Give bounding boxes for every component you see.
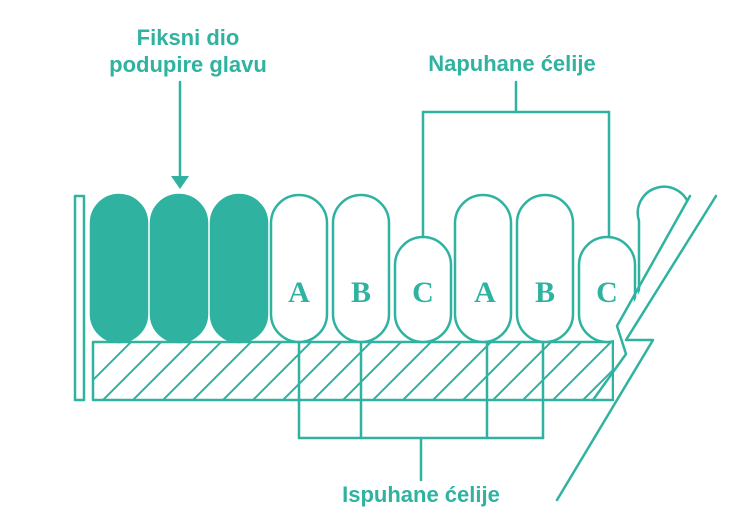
fixed-cell-1 (89, 193, 149, 344)
cell-letter-4: A (474, 276, 496, 309)
inflated-bracket (421, 80, 611, 239)
cell-a-1 (269, 193, 329, 344)
break-line-right (555, 194, 718, 502)
cell-letter-3: C (412, 276, 434, 309)
cell-a-2 (453, 193, 513, 344)
cell-letter-5: B (535, 276, 555, 309)
base-strip (91, 340, 615, 402)
fixed-cell-2 (149, 193, 209, 344)
fixed-cell-3 (209, 193, 269, 344)
break-line-left (591, 194, 692, 402)
cell-letter-2: B (351, 276, 371, 309)
cell-c-2 (577, 235, 637, 344)
cell-letter-1: A (288, 276, 310, 309)
fixed-label-line1: Fiksni dio (137, 25, 240, 50)
deflated-label: Ispuhane ćelije (342, 482, 500, 507)
fixed-arrow-head (171, 176, 189, 189)
inflated-label: Napuhane ćelije (428, 51, 596, 76)
deflated-bracket (297, 340, 545, 482)
headboard-plate (73, 194, 86, 402)
fixed-label-line2: podupire glavu (109, 52, 267, 77)
cell-letter-6: C (596, 276, 618, 309)
cell-b-1 (331, 193, 391, 344)
cell-b-2 (515, 193, 575, 344)
